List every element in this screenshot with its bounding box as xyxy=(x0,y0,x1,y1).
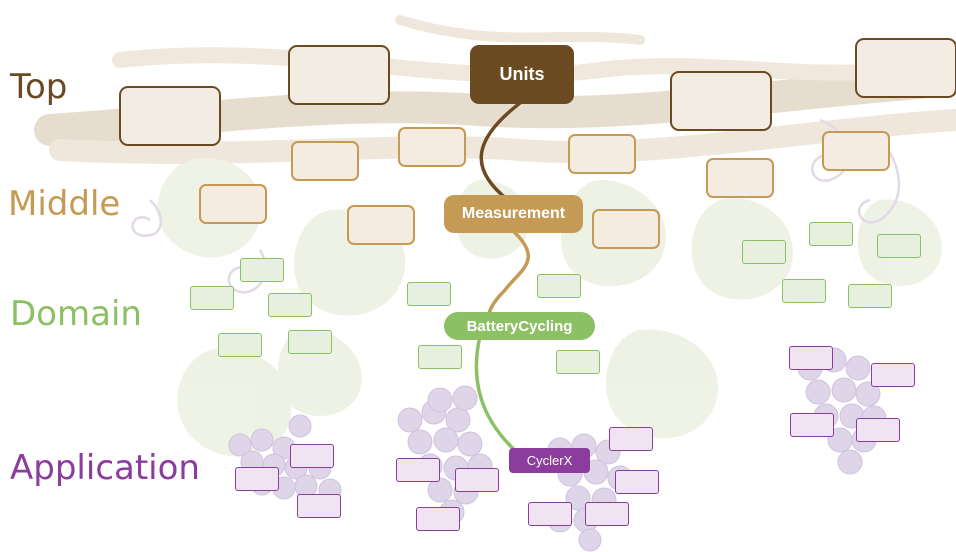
domain-ontology-box xyxy=(782,279,826,303)
domain-ontology-box xyxy=(418,345,462,369)
cyclerx-node: CyclerX xyxy=(509,448,590,473)
top-ontology-box xyxy=(670,71,772,131)
level-label-middle: Middle xyxy=(8,184,121,224)
level-label-application: Application xyxy=(10,448,200,488)
level-label-domain: Domain xyxy=(10,294,142,334)
hierarchy-connector xyxy=(474,98,530,457)
domain-ontology-box xyxy=(218,333,262,357)
middle-ontology-box xyxy=(822,131,890,171)
middle-ontology-box xyxy=(347,205,415,245)
application-ontology-box xyxy=(455,468,499,492)
application-ontology-box xyxy=(528,502,572,526)
application-ontology-box xyxy=(235,467,279,491)
domain-ontology-box xyxy=(537,274,581,298)
application-ontology-box xyxy=(856,418,900,442)
middle-ontology-box xyxy=(592,209,660,249)
top-ontology-box xyxy=(855,38,956,98)
domain-ontology-box xyxy=(288,330,332,354)
middle-ontology-box xyxy=(706,158,774,198)
domain-ontology-box xyxy=(240,258,284,282)
domain-ontology-box xyxy=(877,234,921,258)
application-ontology-box xyxy=(585,502,629,526)
middle-ontology-box xyxy=(568,134,636,174)
application-ontology-box xyxy=(871,363,915,387)
level-label-top: Top xyxy=(10,67,68,107)
middle-ontology-box xyxy=(291,141,359,181)
application-ontology-box xyxy=(615,470,659,494)
domain-ontology-box xyxy=(809,222,853,246)
application-ontology-box xyxy=(416,507,460,531)
top-ontology-box xyxy=(119,86,221,146)
application-ontology-box xyxy=(789,346,833,370)
units-node: Units xyxy=(470,45,574,104)
application-ontology-box xyxy=(290,444,334,468)
application-ontology-box xyxy=(396,458,440,482)
batterycycling-node: BatteryCycling xyxy=(444,312,595,340)
domain-ontology-box xyxy=(407,282,451,306)
application-ontology-box xyxy=(609,427,653,451)
domain-ontology-box xyxy=(190,286,234,310)
top-ontology-box xyxy=(288,45,390,105)
domain-ontology-box xyxy=(556,350,600,374)
application-ontology-box xyxy=(297,494,341,518)
middle-ontology-box xyxy=(199,184,267,224)
measurement-node: Measurement xyxy=(444,195,583,233)
domain-ontology-box xyxy=(268,293,312,317)
domain-ontology-box xyxy=(742,240,786,264)
application-ontology-box xyxy=(790,413,834,437)
middle-ontology-box xyxy=(398,127,466,167)
domain-ontology-box xyxy=(848,284,892,308)
